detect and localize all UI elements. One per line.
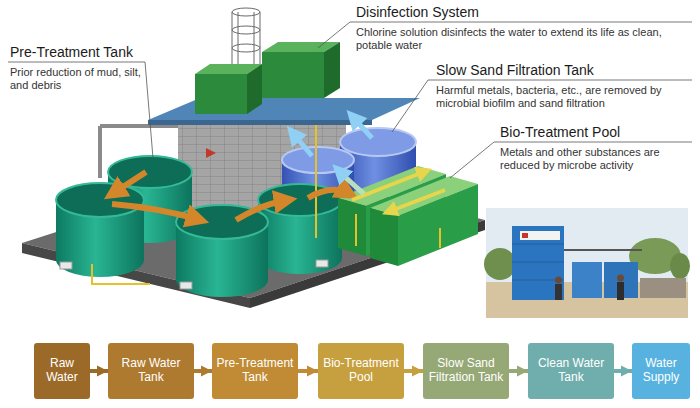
flow-arrow-art	[236, 200, 288, 220]
callout-text-box: Metals and other substances are reduced …	[500, 146, 690, 172]
flow-arrow-art	[112, 172, 146, 194]
photo-person	[617, 282, 624, 300]
box-label: Raw Water Tank	[110, 357, 192, 385]
callout-heading-box: Bio-Treatment Pool	[500, 124, 690, 140]
box-label: Raw Water	[36, 357, 88, 385]
tank-top	[108, 156, 192, 188]
ladder-cage	[232, 8, 260, 66]
disinfection-tank	[247, 64, 262, 114]
cage-ring	[232, 8, 260, 16]
site-photo	[484, 208, 690, 318]
disinfection-tank	[324, 42, 340, 98]
valve	[316, 260, 328, 267]
flow-arrow-art	[338, 170, 364, 194]
valve	[180, 282, 192, 289]
photo-container-rib	[512, 244, 564, 280]
photo-sign	[520, 231, 560, 240]
photo-sky	[486, 208, 688, 318]
flow-arrow-art	[112, 204, 200, 220]
callout-text: Chlorine solution disinfects the water t…	[356, 26, 690, 52]
flow-arrow	[404, 369, 423, 373]
flow-arrow-art	[292, 132, 312, 156]
callout-heading: Bio-Treatment Pool	[500, 124, 690, 140]
disinfection-tank	[195, 74, 247, 114]
box-label: Slow Sand Filtration Tank	[425, 357, 507, 385]
sand-filter-top	[282, 147, 354, 173]
callout-text-box: Chlorine solution disinfects the water t…	[356, 26, 690, 52]
bio-pool	[338, 198, 366, 256]
leader-line	[8, 62, 153, 158]
flow-arrow	[614, 369, 632, 373]
photo-tree	[484, 248, 516, 280]
box-label: Water Supply	[634, 357, 688, 385]
photo-person	[555, 284, 562, 300]
flow-arrow-art	[352, 116, 372, 138]
process-box: Water Supply	[632, 343, 690, 399]
photo-person	[617, 275, 624, 282]
box-label: Pre-Treatment Tank	[214, 357, 296, 385]
process-box: Raw Water	[34, 343, 90, 399]
cage-ring	[232, 44, 260, 52]
process-box: Slow Sand Filtration Tank	[423, 343, 509, 399]
callout-text: Harmful metals, bacteria, etc., are remo…	[436, 84, 690, 110]
photo-container	[512, 226, 564, 300]
pipe	[92, 125, 440, 284]
tank-top	[56, 183, 144, 217]
process-box: Clean Water Tank	[528, 343, 614, 399]
photo-tree	[670, 253, 690, 279]
callout-text: Metals and other substances are reduced …	[500, 146, 690, 172]
flow-arrow	[90, 369, 108, 373]
process-box: Pre-Treatment Tank	[212, 343, 298, 399]
box-label: Bio-Treatment Pool	[320, 357, 402, 385]
warning-sign	[206, 148, 216, 158]
flow-arrow	[298, 369, 318, 373]
callout-text-box: Prior reduction of mud, silt, and debris	[10, 66, 142, 92]
callout-text: Prior reduction of mud, silt, and debris	[10, 66, 142, 92]
process-box: Bio-Treatment Pool	[318, 343, 404, 399]
callout-heading-box: Disinfection System	[356, 4, 686, 20]
flow-arrow-art	[308, 190, 350, 198]
callout-text-box: Harmful metals, bacteria, etc., are remo…	[436, 84, 690, 110]
photo-tank	[572, 262, 602, 298]
bio-pool	[370, 208, 398, 266]
callout-heading-box: Pre-Treatment Tank	[10, 44, 190, 60]
bio-pool	[398, 184, 478, 266]
process-box: Raw Water Tank	[108, 343, 194, 399]
photo-roof-frame	[564, 249, 642, 251]
flow-arrow	[194, 369, 212, 373]
cage-ring	[232, 26, 260, 34]
callout-heading: Disinfection System	[356, 4, 686, 20]
leader-line	[450, 142, 692, 178]
flow-arrow-art	[352, 171, 426, 200]
box-label: Clean Water Tank	[530, 357, 612, 385]
callout-heading: Pre-Treatment Tank	[10, 44, 190, 60]
callout-heading-box: Slow Sand Filtration Tank	[436, 62, 690, 78]
ladder-rail	[232, 12, 260, 66]
roof-edge	[148, 120, 372, 125]
photo-fence	[640, 278, 686, 298]
photo-sign-mark	[522, 233, 528, 238]
roof-slab	[148, 98, 420, 120]
callout-heading: Slow Sand Filtration Tank	[436, 62, 690, 78]
flow-arrow	[509, 369, 528, 373]
flow-arrow-art	[388, 190, 445, 212]
disinfection-tank	[262, 52, 324, 98]
sand-filter-top	[340, 128, 416, 156]
photo-person	[555, 277, 562, 284]
valve	[60, 262, 72, 269]
